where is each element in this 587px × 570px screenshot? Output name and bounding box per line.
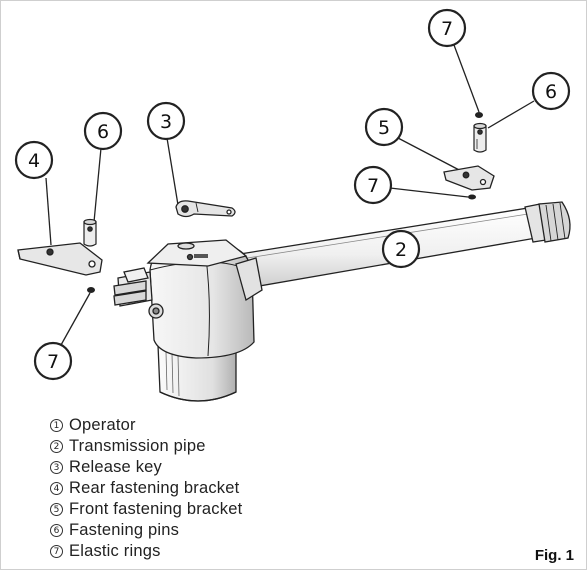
callout-3: 3 — [146, 101, 186, 141]
legend-item: 7 Elastic rings — [50, 541, 242, 562]
callout-6-right: 6 — [531, 71, 571, 111]
transmission-pipe — [214, 201, 571, 293]
elastic-ring-middle — [468, 194, 476, 200]
legend-number: 1 — [50, 419, 63, 432]
figure-label: Fig. 1 — [534, 547, 574, 564]
leader-lines — [45, 44, 535, 346]
svg-text:2: 2 — [395, 239, 407, 261]
legend-number: 2 — [50, 440, 63, 453]
front-fastening-bracket — [443, 165, 495, 191]
fastening-pin-left — [83, 218, 97, 247]
svg-text:4: 4 — [28, 150, 40, 172]
callout-4: 4 — [14, 140, 54, 180]
legend-label: Operator — [69, 416, 136, 434]
release-key — [175, 200, 236, 218]
svg-text:6: 6 — [97, 121, 109, 143]
legend-label: Fastening pins — [69, 521, 180, 539]
legend-label: Transmission pipe — [69, 437, 206, 455]
actuator-diagram: 7 6 5 7 2 3 6 4 7 — [14, 8, 571, 402]
legend-item: 4 Rear fastening bracket — [50, 478, 242, 499]
parts-legend: 1 Operator 2 Transmission pipe 3 Release… — [50, 415, 242, 562]
svg-text:7: 7 — [47, 351, 59, 373]
callout-7-top: 7 — [427, 8, 467, 48]
elastic-ring-top — [475, 112, 483, 118]
legend-number: 4 — [50, 482, 63, 495]
legend-label: Rear fastening bracket — [69, 479, 240, 497]
rear-fastening-bracket — [17, 242, 103, 276]
elastic-ring-bottom — [87, 287, 95, 293]
legend-number: 5 — [50, 503, 63, 516]
legend-item: 3 Release key — [50, 457, 242, 478]
legend-number: 3 — [50, 461, 63, 474]
callout-7-bottom: 7 — [33, 341, 73, 381]
legend-number: 6 — [50, 524, 63, 537]
fastening-pin-right — [473, 122, 487, 153]
legend-item: 1 Operator — [50, 415, 242, 436]
legend-item: 6 Fastening pins — [50, 520, 242, 541]
legend-item: 5 Front fastening bracket — [50, 499, 242, 520]
callout-7-middle: 7 — [353, 165, 393, 205]
legend-number: 7 — [50, 545, 63, 558]
svg-text:6: 6 — [545, 81, 557, 103]
callout-6-left: 6 — [83, 111, 123, 151]
svg-text:7: 7 — [441, 18, 453, 40]
svg-text:7: 7 — [367, 175, 379, 197]
legend-item: 2 Transmission pipe — [50, 436, 242, 457]
legend-label: Elastic rings — [69, 542, 161, 560]
callout-2: 2 — [381, 229, 421, 269]
legend-label: Front fastening bracket — [69, 500, 243, 518]
legend-label: Release key — [69, 458, 162, 476]
svg-text:5: 5 — [378, 117, 390, 139]
operator-body — [113, 239, 263, 402]
callout-5: 5 — [364, 107, 404, 147]
svg-text:3: 3 — [160, 111, 172, 133]
